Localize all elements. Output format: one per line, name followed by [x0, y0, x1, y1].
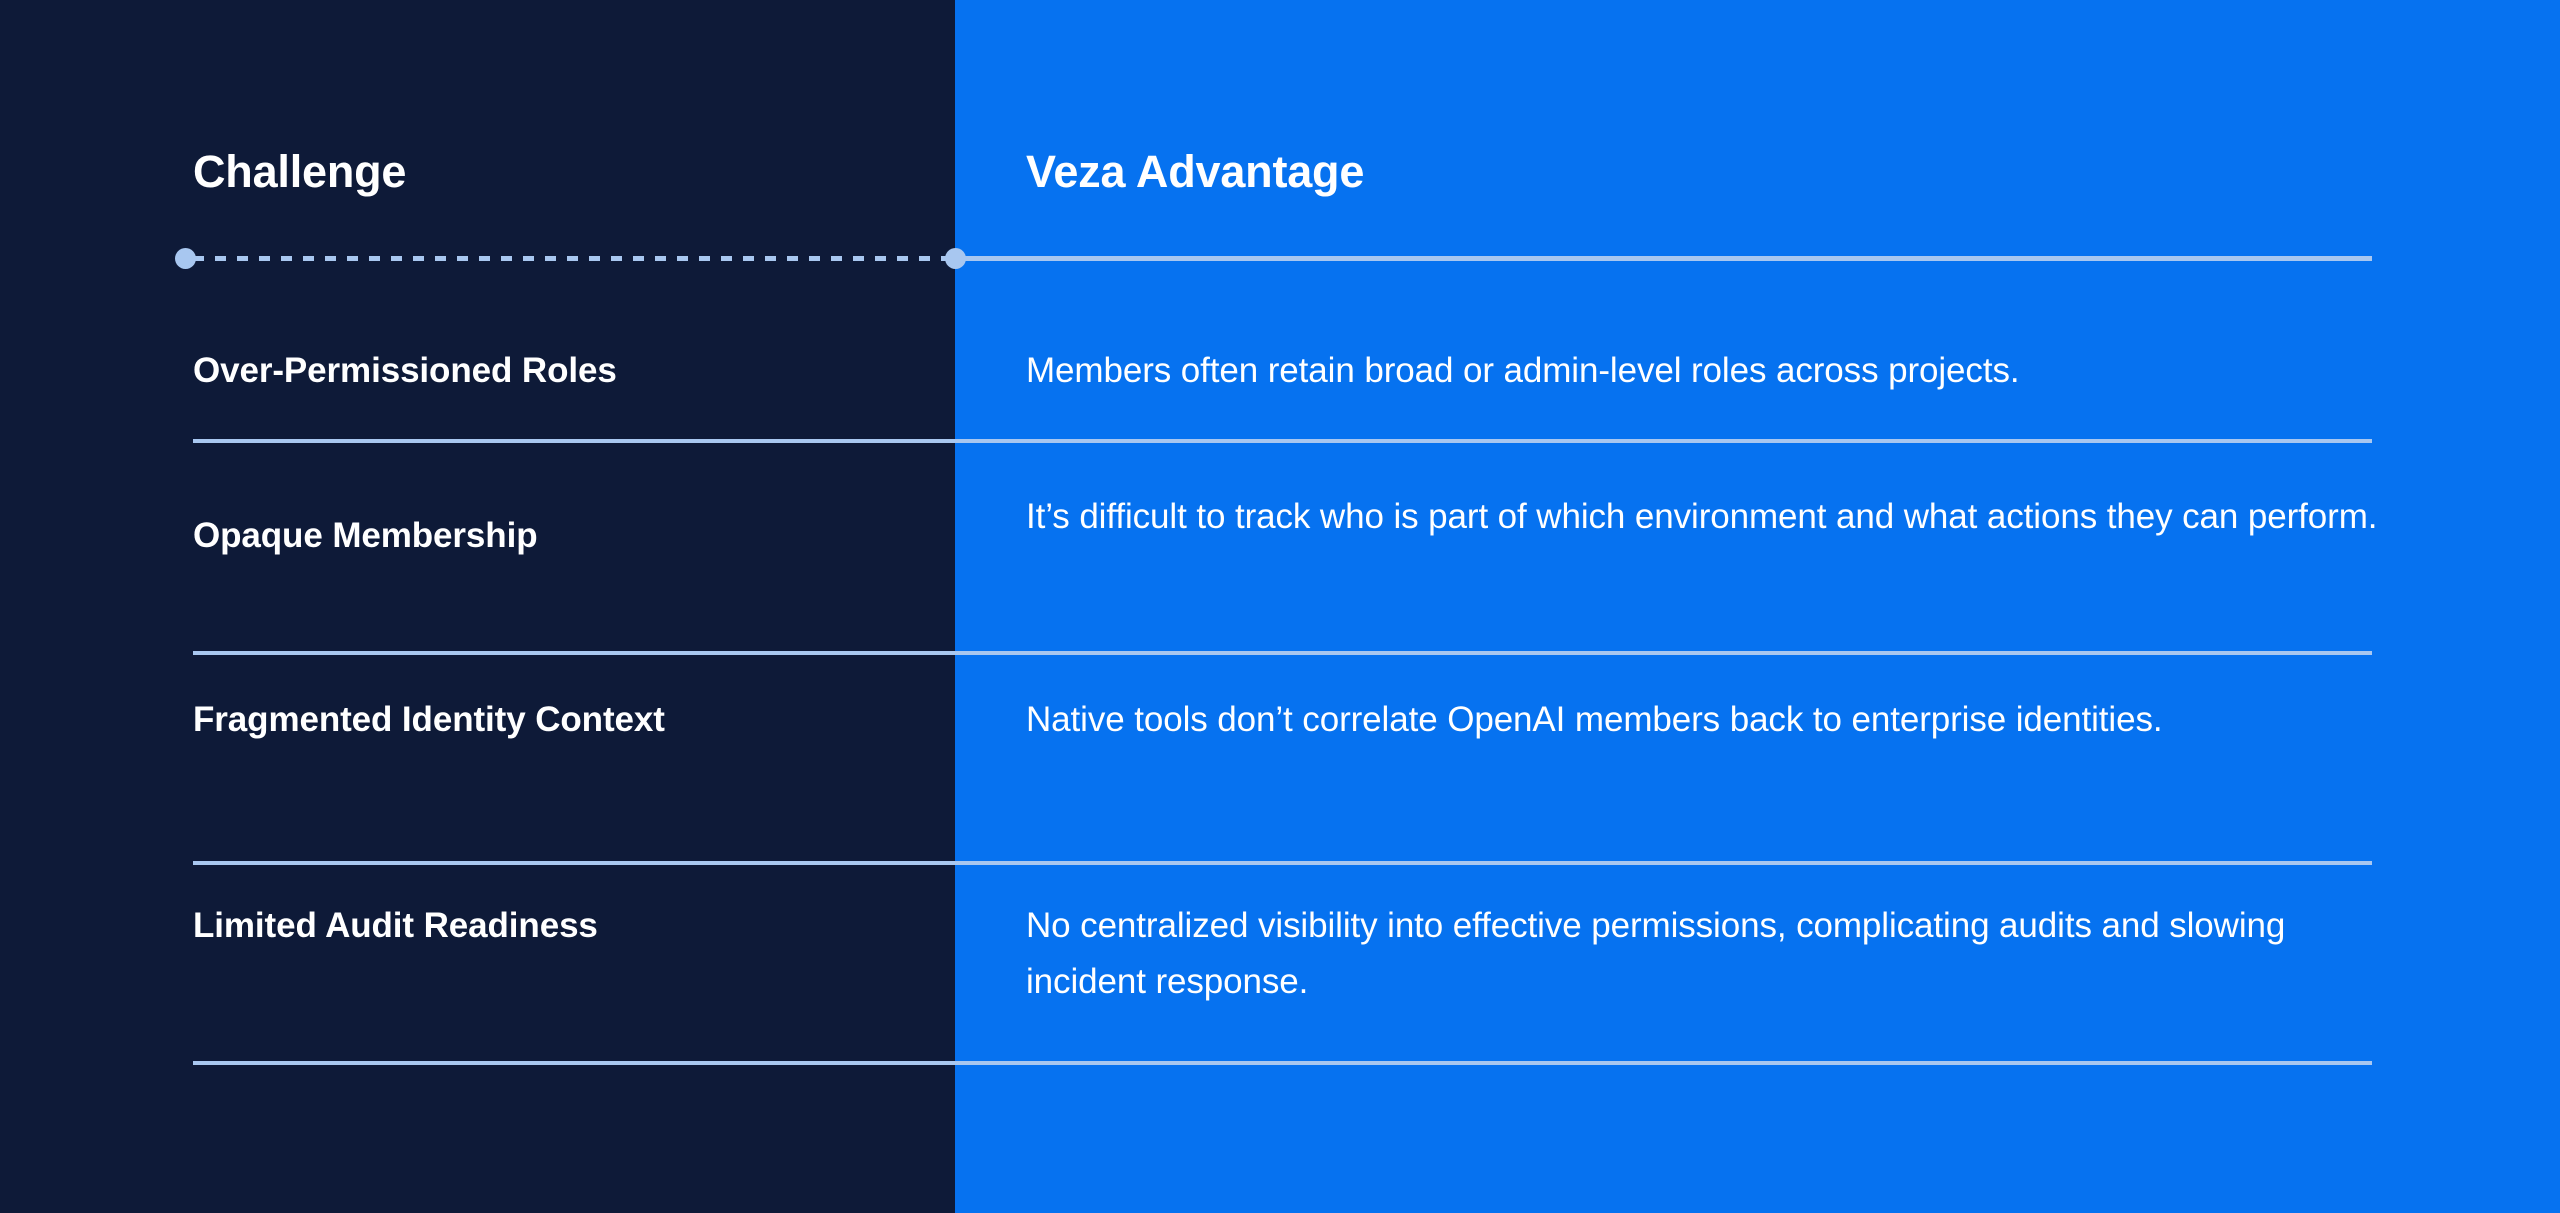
row-advantage-text: Members often retain broad or admin-leve… [1026, 351, 2020, 390]
challenge-column-header: Challenge [193, 146, 407, 197]
row-divider [193, 1061, 2372, 1065]
row-challenge-label: Opaque Membership [193, 516, 538, 555]
row-divider [193, 861, 2372, 865]
row-advantage-text: Native tools don’t correlate OpenAI memb… [1026, 700, 2163, 739]
row-challenge-label: Fragmented Identity Context [193, 700, 665, 739]
row-advantage-text: No centralized visibility into effective… [1026, 906, 2286, 1001]
row-divider [193, 651, 2372, 655]
row-divider [193, 439, 2372, 443]
row-challenge-label: Limited Audit Readiness [193, 906, 598, 945]
advantage-panel-background [955, 0, 2560, 1213]
row-advantage-text: It’s difficult to track who is part of w… [1026, 497, 2378, 536]
row-challenge-label: Over-Permissioned Roles [193, 351, 617, 390]
advantage-column-header: Veza Advantage [1026, 146, 1365, 197]
challenge-panel-background [0, 0, 955, 1213]
